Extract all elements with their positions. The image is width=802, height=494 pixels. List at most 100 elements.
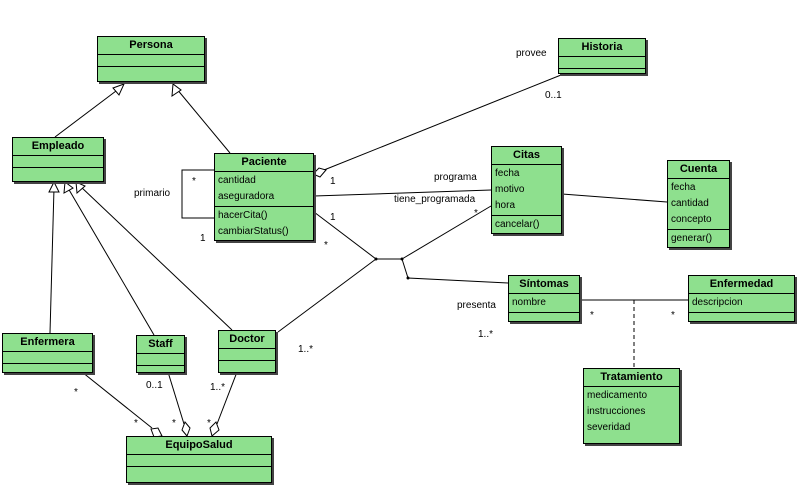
attribute: hora [495,200,516,211]
methods-section [689,313,794,324]
class-cuenta[interactable]: Cuenta fecha cantidad concepto generar() [667,160,730,248]
association-staff-equiposalud [167,371,185,425]
class-doctor[interactable]: Doctor [218,330,276,373]
methods-section [559,69,645,80]
class-historia[interactable]: Historia [558,38,646,74]
multiplicity-label: 0..1 [146,380,163,391]
association-citas-cuenta [561,193,668,203]
generalization-enfermera-empleado [49,187,55,334]
generalization-arrowhead [112,83,125,96]
attributes-section: medicamento instrucciones severidad [584,387,679,437]
multiplicity-label: * [74,387,78,398]
multiplicity-label: * [192,176,196,187]
attribute: aseguradora [218,191,275,202]
method: hacerCita() [218,210,268,221]
multiplicity-label: * [474,208,478,219]
attributes-section [219,349,275,361]
methods-section: generar() [668,230,729,248]
role-label-primario: primario [134,188,171,199]
class-name: Empleado [13,138,103,156]
class-paciente[interactable]: Paciente cantidad aseguradora hacerCita(… [214,153,314,241]
methods-section [3,364,92,375]
method: cambiarStatus() [218,226,289,237]
attributes-section [3,352,92,364]
attributes-section [13,156,103,168]
generalization-doctor-empleado [79,185,233,331]
methods-section [219,361,275,372]
junction-dot [400,257,404,261]
attribute: medicamento [587,390,648,401]
multiplicity-label: * [324,240,328,251]
multiplicity-label: * [134,418,138,429]
methods-section [509,313,579,324]
attribute: nombre [512,297,546,308]
generalization-empleado-persona [54,87,121,138]
class-name: Paciente [215,154,313,172]
class-name: Síntomas [509,276,579,294]
multiplicity-label: * [671,310,675,321]
attribute: severidad [587,422,631,433]
generalization-arrowhead [63,181,74,194]
class-sintomas[interactable]: Síntomas nombre [508,275,580,322]
association-paciente-self [181,169,214,219]
association-programa [313,189,492,197]
attribute: concepto [671,214,712,225]
class-name: Doctor [219,331,275,349]
attribute: fecha [671,182,696,193]
class-enfermedad[interactable]: Enfermedad descripcion [688,275,795,322]
attribute: cantidad [671,198,709,209]
aggregation-diamond [209,421,220,437]
class-name: Cuenta [668,161,729,179]
association-doctor-equiposalud [216,371,238,425]
attribute: fecha [495,168,520,179]
methods-section [98,67,204,78]
attribute: cantidad [218,175,256,186]
attributes-section: fecha motivo hora [492,165,561,216]
aggregation-diamond [181,421,191,437]
class-name: Enfermera [3,334,92,352]
multiplicity-label: 1..* [478,329,494,340]
attributes-section [137,354,184,366]
class-name: Enfermedad [689,276,794,294]
association-junction-sintomas [401,258,509,284]
multiplicity-label: 1..* [298,344,314,355]
class-staff[interactable]: Staff [136,335,185,373]
multiplicity-label: 1 [200,233,206,244]
association-junction-citas [401,205,492,260]
class-persona[interactable]: Persona [97,36,205,82]
class-name: Citas [492,147,561,165]
role-label-programa: programa [434,172,477,183]
association-doctor-junction [277,258,377,333]
class-tratamiento[interactable]: Tratamiento medicamento instrucciones se… [583,368,680,444]
attributes-section: nombre [509,294,579,313]
generalization-paciente-persona [175,87,231,154]
attributes-section: fecha cantidad concepto [668,179,729,230]
class-empleado[interactable]: Empleado [12,137,104,182]
method: cancelar() [495,219,540,230]
class-citas[interactable]: Citas fecha motivo hora cancelar() [491,146,562,234]
role-label-presenta: presenta [457,300,496,311]
multiplicity-label: * [207,418,211,429]
class-enfermera[interactable]: Enfermera [2,333,93,373]
class-name: EquipoSalud [127,437,271,455]
method: generar() [671,233,713,244]
class-name: Persona [98,37,204,55]
class-name: Historia [559,39,645,57]
class-name: Staff [137,336,184,354]
association-historia-paciente [323,72,567,171]
methods-section: cancelar() [492,216,561,234]
attributes-section [559,57,645,69]
methods-section [137,366,184,377]
class-equiposalud[interactable]: EquipoSalud [126,436,272,483]
multiplicity-label: 1..* [210,382,226,393]
multiplicity-label: 1 [330,176,336,187]
generalization-staff-empleado [67,187,155,336]
attributes-section [98,55,204,67]
multiplicity-label: * [590,310,594,321]
attributes-section: cantidad aseguradora [215,172,313,207]
multiplicity-label: * [172,418,176,429]
attribute: descripcion [692,297,743,308]
association-enfermera-equiposalud [81,371,153,429]
multiplicity-label: 1 [330,212,336,223]
